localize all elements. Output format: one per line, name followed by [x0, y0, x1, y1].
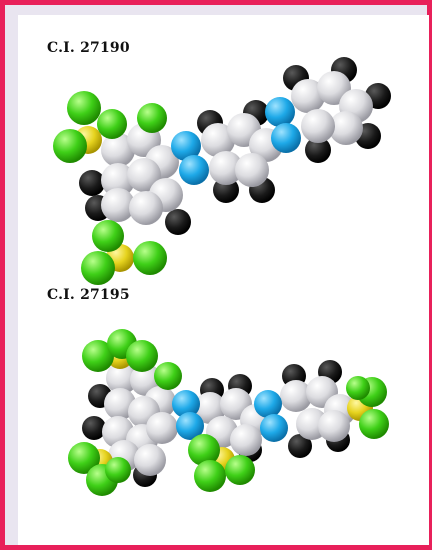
- sulfonate-group-2: [68, 442, 131, 496]
- molecule-c-i-27190: [53, 57, 391, 285]
- sulfonate-group-1: [82, 329, 182, 390]
- sulfonate-group-2: [81, 220, 167, 285]
- sulfonate-group-4: [346, 376, 389, 439]
- sulfonate-group-1: [53, 91, 167, 163]
- sulfonate-group-3: [188, 434, 255, 492]
- molecule-label-1: C.I. 27190: [47, 40, 130, 56]
- nitrogen-atoms: [171, 97, 301, 185]
- molecule-c-i-27195: [68, 329, 389, 496]
- molecule-label-2: C.I. 27195: [47, 287, 130, 303]
- carbon-atoms: [102, 362, 356, 476]
- carbon-atoms: [101, 71, 373, 225]
- nitrogen-atoms: [172, 390, 288, 442]
